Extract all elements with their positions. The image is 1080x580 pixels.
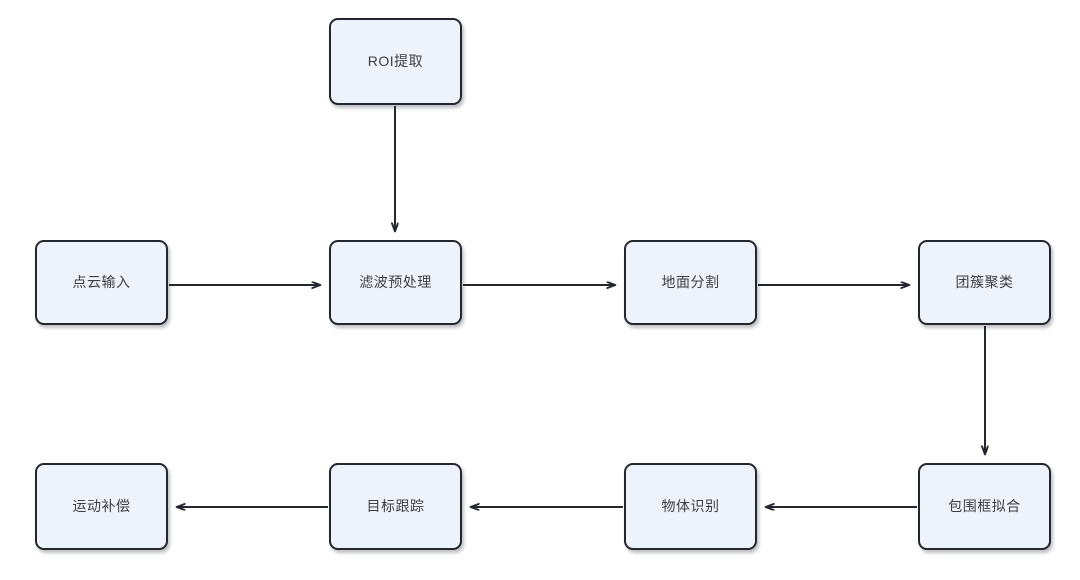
node-ground-segmentation-label: 地面分割 [661,274,720,291]
node-motion-compensation-label: 运动补偿 [72,498,131,515]
node-cluster-clustering-label: 团簇聚类 [955,274,1014,291]
node-target-tracking[interactable]: 目标跟踪 [329,463,462,550]
node-cluster-clustering[interactable]: 团簇聚类 [918,240,1051,325]
node-object-recognition[interactable]: 物体识别 [624,463,757,550]
node-filter-preprocessing[interactable]: 滤波预处理 [329,240,462,325]
node-target-tracking-label: 目标跟踪 [366,498,425,515]
node-bounding-box-fitting-label: 包围框拟合 [948,498,1021,515]
node-roi-extraction[interactable]: ROI提取 [329,18,462,105]
node-filter-preprocessing-label: 滤波预处理 [359,274,432,291]
node-pointcloud-input[interactable]: 点云输入 [35,240,168,325]
node-object-recognition-label: 物体识别 [661,498,720,515]
node-roi-extraction-label: ROI提取 [367,53,424,70]
node-motion-compensation[interactable]: 运动补偿 [35,463,168,550]
node-ground-segmentation[interactable]: 地面分割 [624,240,757,325]
node-pointcloud-input-label: 点云输入 [72,274,131,291]
node-bounding-box-fitting[interactable]: 包围框拟合 [918,463,1051,550]
